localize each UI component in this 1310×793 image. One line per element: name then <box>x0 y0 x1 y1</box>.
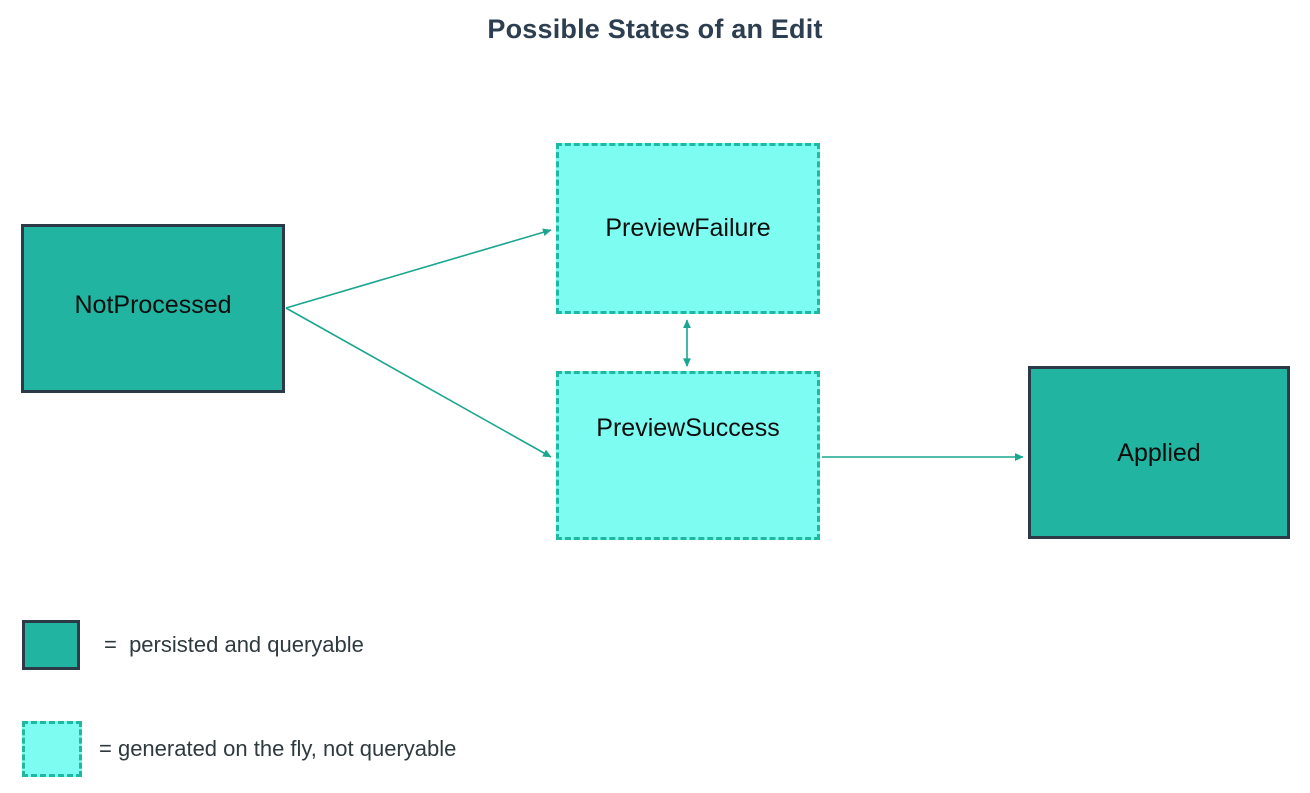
legend-label-generated: = generated on the fly, not queryable <box>99 736 457 761</box>
node-notprocessed[interactable]: NotProcessed <box>21 224 285 393</box>
node-notprocessed-label: NotProcessed <box>74 291 232 319</box>
legend-swatch-generated <box>22 721 82 777</box>
node-applied-label: Applied <box>1117 439 1201 467</box>
node-previewfailure-label: PreviewFailure <box>605 214 771 242</box>
edge-notprocessed-to-previewfailure <box>285 228 552 309</box>
legend-label-persisted: = persisted and queryable <box>104 632 364 657</box>
legend-swatch-persisted <box>22 620 80 670</box>
node-applied[interactable]: Applied <box>1028 366 1290 539</box>
legend-item-generated: = generated on the fly, not queryable <box>22 721 456 777</box>
legend-item-persisted: = persisted and queryable <box>22 620 364 670</box>
node-previewsuccess[interactable]: PreviewSuccess <box>556 371 820 540</box>
node-previewsuccess-label: PreviewSuccess <box>596 414 780 442</box>
page-title: Possible States of an Edit <box>487 14 823 44</box>
node-previewfailure[interactable]: PreviewFailure <box>556 143 820 314</box>
edge-notprocessed-to-previewsuccess <box>285 307 552 458</box>
